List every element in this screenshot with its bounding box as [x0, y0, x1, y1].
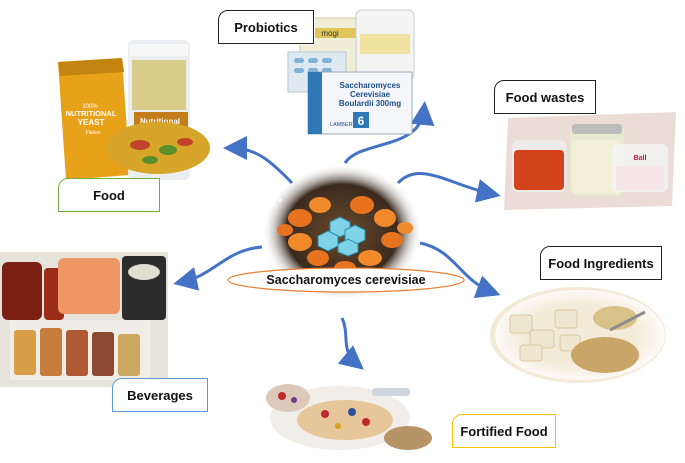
- node-label-food-wastes: Food wastes: [494, 80, 596, 114]
- probiotic-box-count: 6: [358, 114, 365, 128]
- node-label-food-ingredients: Food Ingredients: [540, 246, 662, 280]
- yeast-bag-line3: YEAST: [78, 118, 105, 127]
- center-label-text: Saccharomyces cerevisiae: [266, 273, 426, 287]
- arrow-to-food-wastes: [396, 172, 501, 203]
- node-label-food-wastes-text: Food wastes: [505, 89, 585, 105]
- arrow-to-food: [223, 136, 294, 185]
- arrow-to-probiotics: [343, 101, 435, 164]
- yeast-bag-brand: Flakes: [86, 130, 101, 136]
- node-label-fortified-food-text: Fortified Food: [460, 423, 548, 439]
- node-label-beverages: Beverages: [112, 378, 208, 412]
- center-label: Saccharomyces cerevisiae: [228, 268, 464, 292]
- node-label-food: Food: [58, 178, 160, 212]
- food-image: 100% NUTRITIONAL YEAST Flakes Nutritiona…: [58, 40, 210, 180]
- fortified-food-image: [266, 384, 432, 450]
- yeast-bag-line2: NUTRITIONAL: [66, 109, 117, 118]
- arrow-to-food-ingredients: [419, 241, 501, 298]
- food-ingredients-image: [490, 287, 666, 383]
- center-label-ellipse: [227, 267, 465, 293]
- probiotic-box-line2: Cerevisiae: [350, 90, 391, 99]
- probiotic-box-line1: Saccharomyces: [340, 81, 401, 90]
- node-label-probiotics-text: Probiotics: [234, 19, 298, 35]
- jar-brand: Ball: [634, 155, 647, 162]
- center-yeast-image: [262, 164, 422, 300]
- node-label-food-text: Food: [93, 187, 125, 203]
- probiotic-box-brand: LAMBERTS: [330, 122, 360, 128]
- node-label-probiotics: Probiotics: [218, 10, 314, 44]
- node-label-beverages-text: Beverages: [127, 387, 193, 403]
- node-label-food-ingredients-text: Food Ingredients: [548, 255, 654, 271]
- node-label-fortified-food: Fortified Food: [452, 414, 556, 448]
- beverages-image: [0, 252, 168, 387]
- arrow-to-beverages: [173, 245, 263, 291]
- yeast-bag-line1: 100%: [82, 104, 98, 110]
- connector-arrows: [173, 101, 501, 370]
- food-wastes-image: Ball: [504, 112, 676, 210]
- probiotic-box-line3: Boulardii 300mg: [339, 99, 401, 108]
- jar-label: Nutritional: [140, 117, 180, 126]
- arrow-to-fortified-food: [337, 317, 364, 370]
- back-box-fragment: mogi: [321, 29, 339, 38]
